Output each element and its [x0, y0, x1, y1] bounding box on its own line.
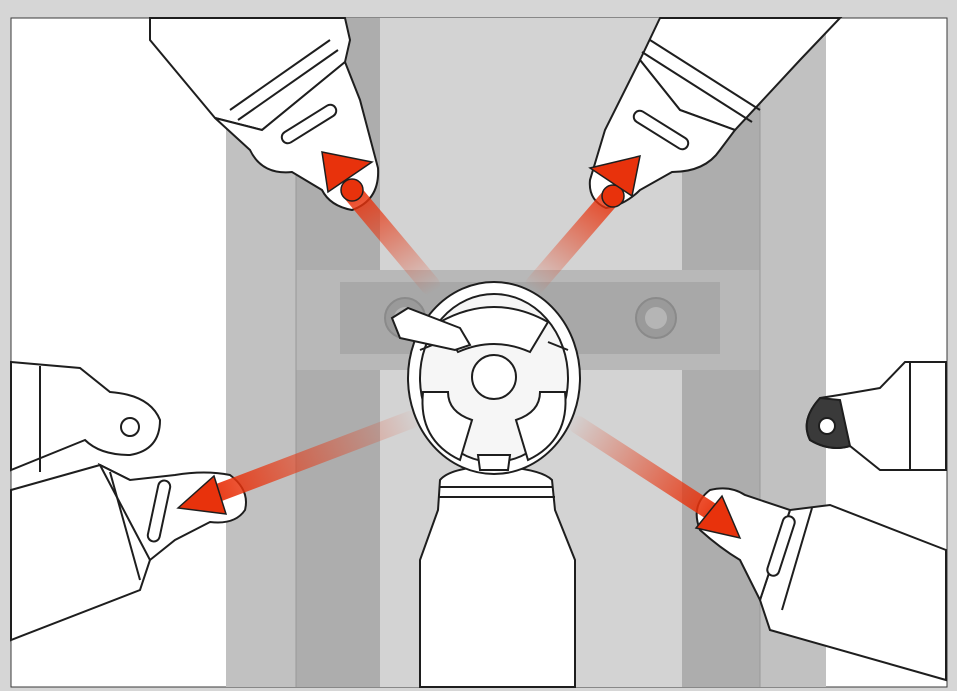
buckle-hub	[408, 282, 580, 474]
center-strap	[420, 466, 575, 687]
